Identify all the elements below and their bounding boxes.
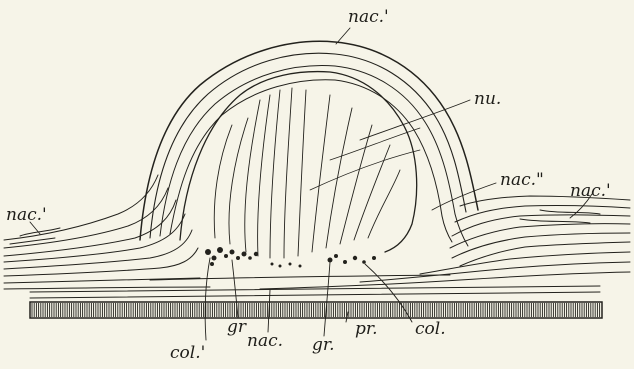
- label-pr: pr.: [355, 319, 378, 339]
- label-nu: nu.: [474, 89, 501, 109]
- label-col-left: col.': [170, 343, 205, 363]
- label-nac-bottom: nac.: [247, 331, 283, 351]
- label-nac-top: nac.': [348, 7, 389, 27]
- label-nac-right: nac.': [570, 181, 611, 201]
- label-col-right: col.: [415, 319, 446, 339]
- prismatic-layer: [30, 302, 602, 318]
- label-gr-left: gr: [227, 317, 247, 337]
- label-nac-inner: nac.": [500, 170, 544, 190]
- label-gr-right: gr.: [312, 335, 335, 355]
- label-nac-left: nac.': [6, 205, 47, 225]
